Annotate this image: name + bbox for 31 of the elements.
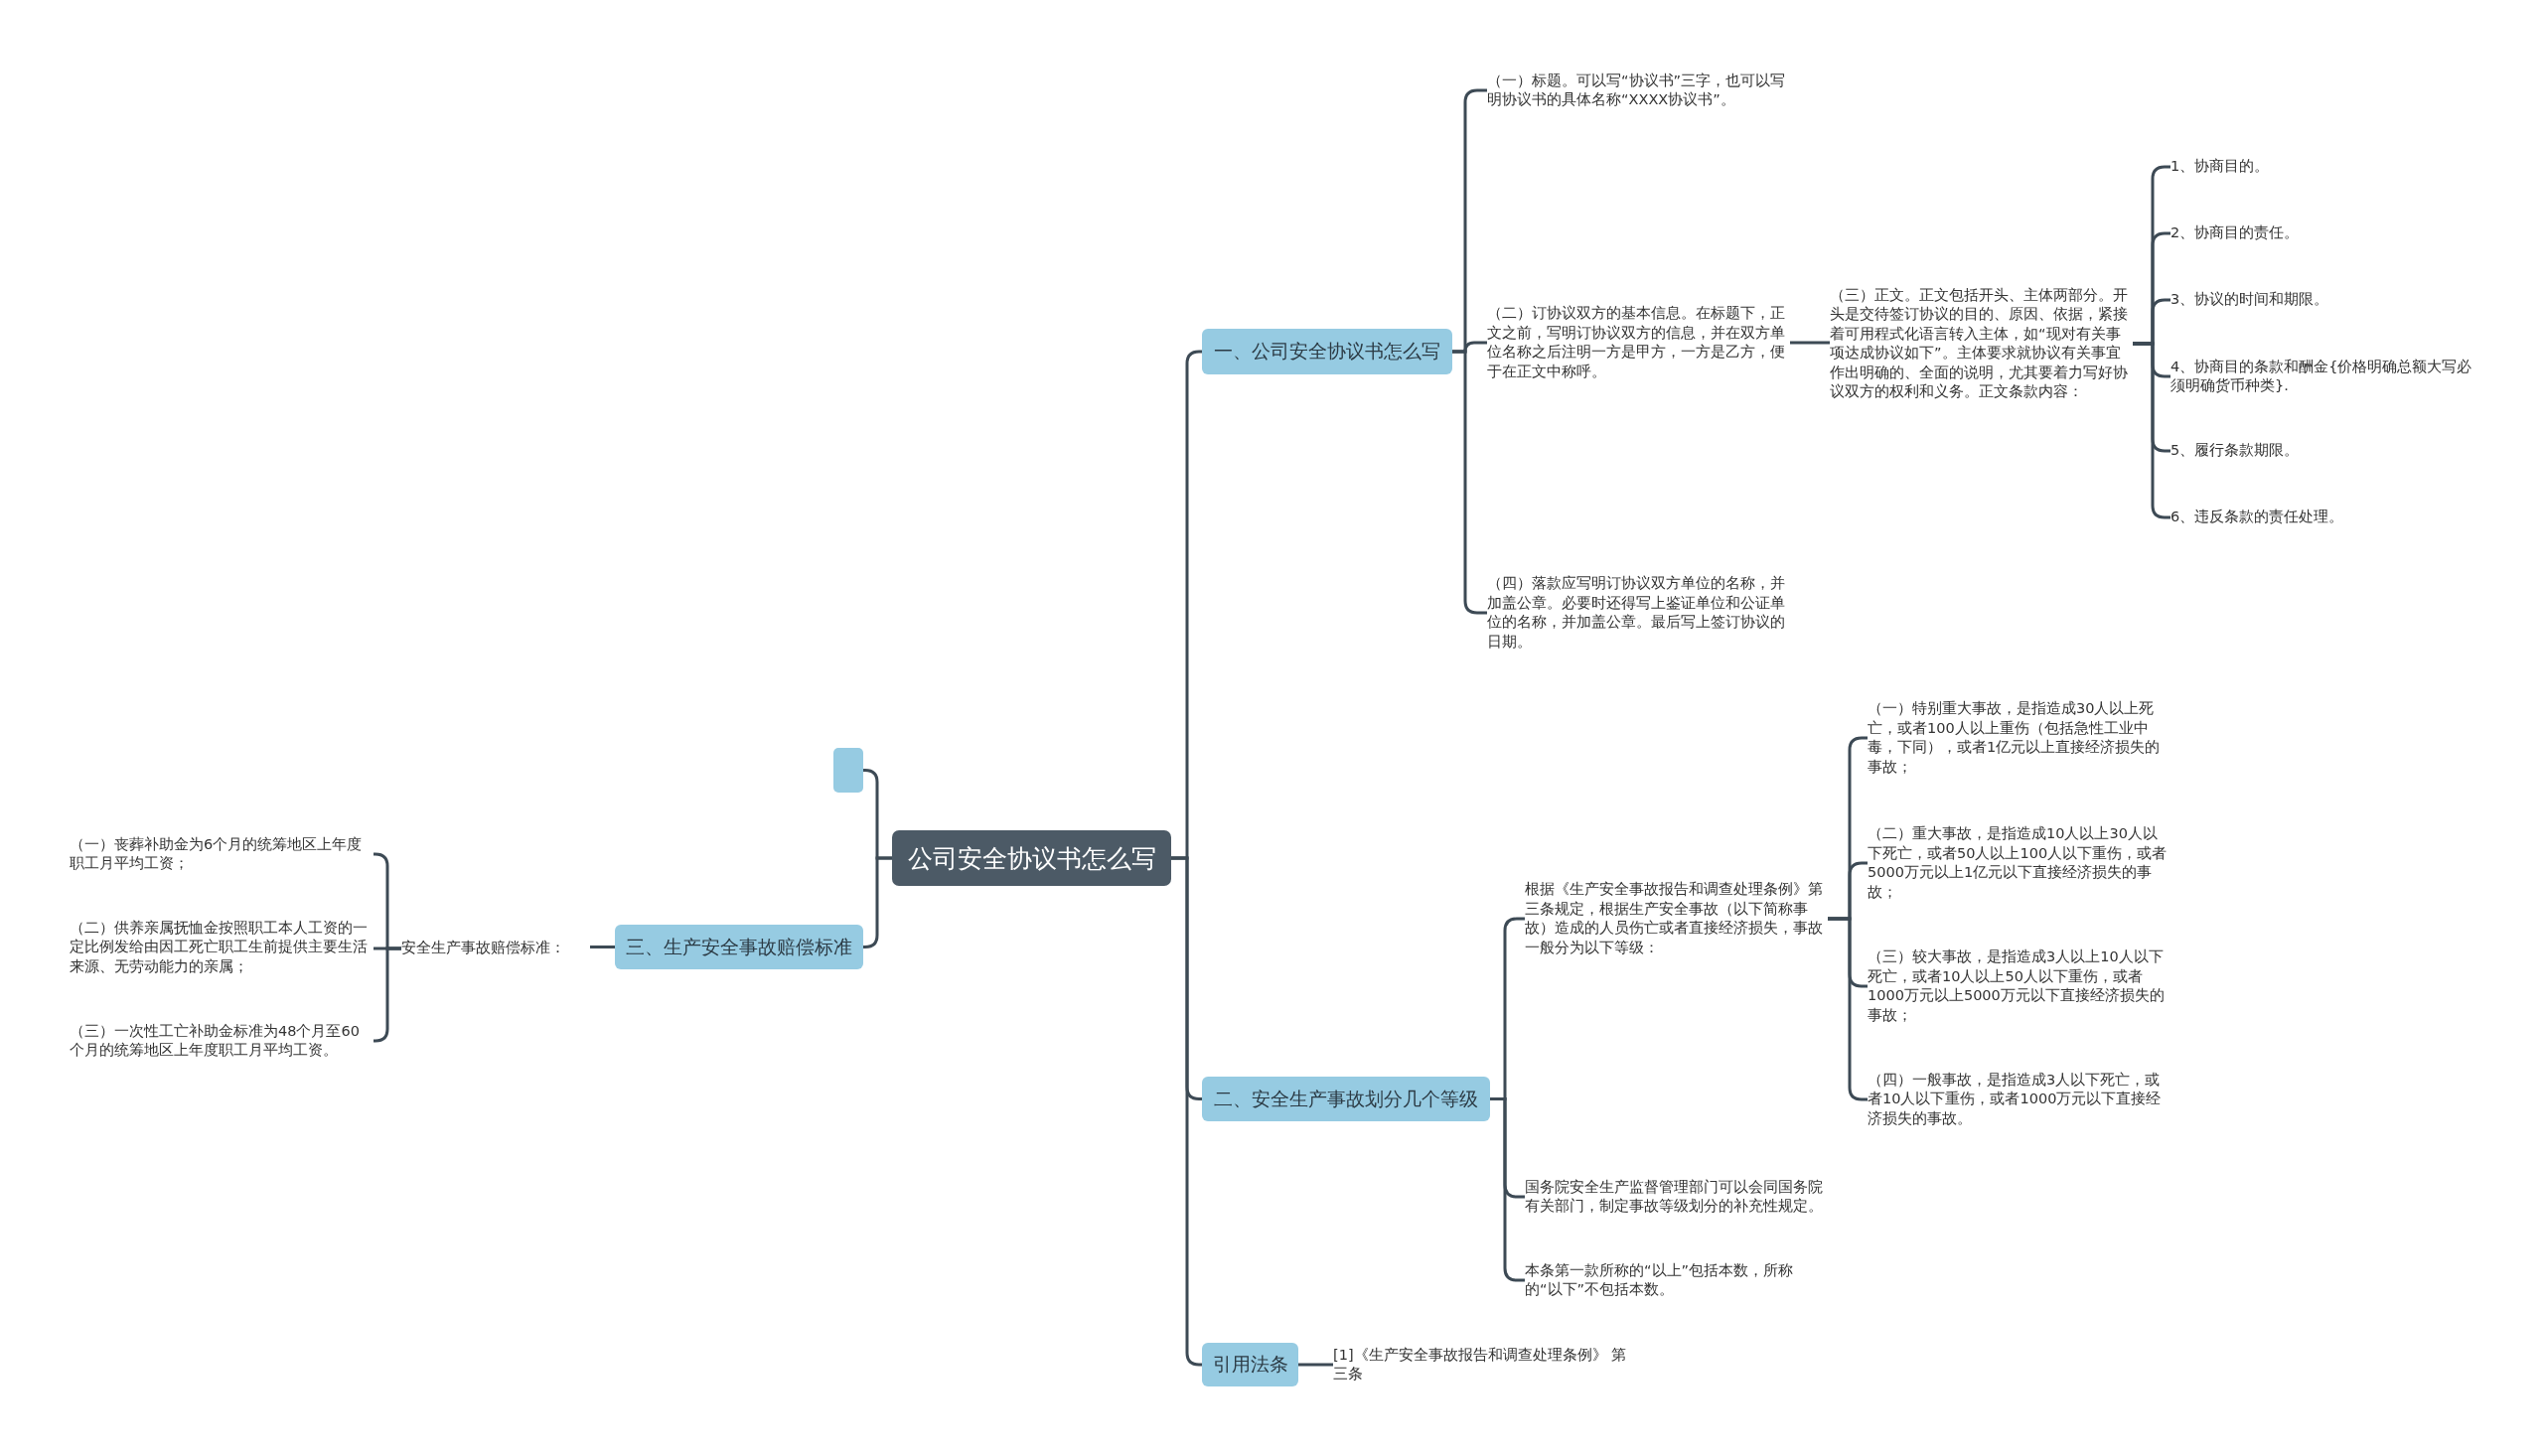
topic-text: （三）一次性工亡补助金标准为48个月至60个月的统筹地区上年度职工月平均工资。 [70, 1019, 374, 1063]
central-topic-box: 公司安全协议书怎么写 [892, 830, 1171, 886]
topic-text: 5、履行条款期限。 [2170, 439, 2468, 463]
topic-text: （二）订协议双方的基本信息。在标题下，正文之前，写明订协议双方的信息，并在双方单位名称之后注明一方是甲方，一方是乙方，便于在正文中称呼。 [1487, 296, 1790, 389]
topic-text: 安全生产事故赔偿标准： [401, 937, 590, 960]
topic-text: （二）重大事故，是指造成10人以上30人以下死亡，或者50人以上100人以下重伤，或者5000万元以上1亿元以下直接经济损失的事故； [1868, 820, 2170, 906]
topic-text: （四）落款应写明订协议双方单位的名称，并加盖公章。必要时还得写上鉴证单位和公证单位的名称，并加盖公章。最后写上签订协议的日期。 [1487, 570, 1790, 655]
branch-topic-box: 引用法条 [1202, 1343, 1298, 1386]
topic-text: （三）较大事故，是指造成3人以上10人以下死亡，或者10人以上50人以下重伤，或者1000万元以上5000万元以下直接经济损失的事故； [1868, 944, 2170, 1029]
topic-text: 1、协商目的。 [2170, 155, 2468, 179]
connector-line [590, 946, 615, 948]
topic-text: 4、协商目的条款和酬金{价格明确总额大写必须明确货币种类}. [2170, 354, 2473, 399]
branch-topic-box: 一、公司安全协议书怎么写 [1202, 329, 1452, 374]
connector-line [1790, 341, 1830, 345]
topic-text: （四）一般事故，是指造成3人以下死亡，或者10人以下重伤，或者1000万元以下直接经济损失的事故。 [1868, 1067, 2170, 1132]
branch-topic-box: 三、生产安全事故赔偿标准 [615, 925, 863, 969]
empty-topic-box [833, 748, 863, 793]
topic-text: 6、违反条款的责任处理。 [2170, 506, 2468, 529]
topic-text: 根据《生产安全事故报告和调查处理条例》第三条规定，根据生产安全事故（以下简称事故）造成的人员伤亡或者直接经济损失，事故一般分为以下等级： [1525, 876, 1828, 961]
topic-text: 本条第一款所称的“以上”包括本数，所称的“以下”不包括本数。 [1525, 1257, 1828, 1303]
topic-text: （一）丧葬补助金为6个月的统筹地区上年度职工月平均工资； [70, 832, 374, 876]
topic-text: 2、协商目的责任。 [2170, 221, 2468, 245]
topic-text: （二）供养亲属抚恤金按照职工本人工资的一定比例发给由因工死亡职工生前提供主要生活来源、无劳动能力的亲属； [70, 916, 374, 979]
topic-text: （一）标题。可以写“协议书”三字，也可以写明协议书的具体名称“XXXX协议书”。 [1487, 66, 1790, 115]
topic-text: [1]《生产安全事故报告和调查处理条例》 第三条 [1333, 1343, 1631, 1386]
topic-text: （三）正文。正文包括开头、主体两部分。开头是交待签订协议的目的、原因、依据，紧接着可用程式化语言转入主体，如“现对有关事项达成协议如下”。主体要求就协议有关事宜作出明确的、全面的说明，尤其要着力写好协议双方的权利和义务。正文条款内容： [1830, 282, 2133, 405]
connector-line [1298, 1363, 1333, 1367]
branch-topic-box: 二、安全生产事故划分几个等级 [1202, 1077, 1490, 1121]
topic-text: 国务院安全生产监督管理部门可以会同国务院有关部门，制定事故等级划分的补充性规定。 [1525, 1174, 1828, 1220]
topic-text: 3、协议的时间和期限。 [2170, 288, 2468, 312]
topic-text: （一）特别重大事故，是指造成30人以上死亡，或者100人以上重伤（包括急性工业中毒，下同），或者1亿元以上直接经济损失的事故； [1868, 695, 2170, 781]
